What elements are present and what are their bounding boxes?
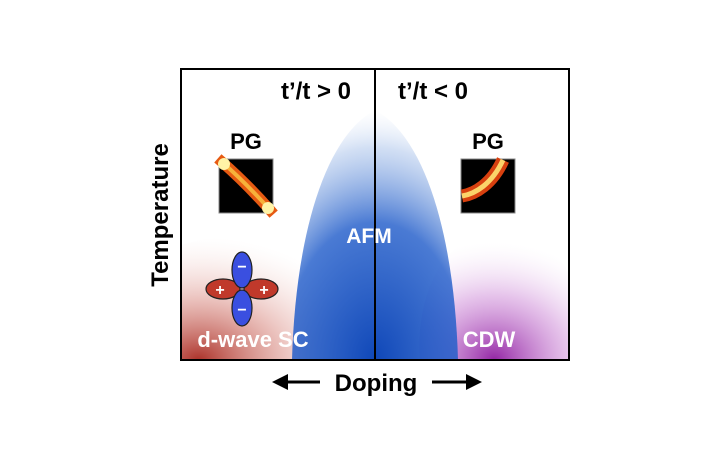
cdw-region [419,229,569,360]
pg-left-inset [214,154,278,218]
doping-arrow-left-icon [272,374,320,390]
d-wave-orbital-icon: + + − − [205,251,279,327]
x-axis-label: Doping [335,370,418,397]
right-condition: t’/t < 0 [398,78,468,105]
pg-right-inset [460,157,516,214]
y-axis-label: Temperature [147,143,174,287]
pg-left-label: PG [230,129,262,154]
pg-right-label: PG [472,129,504,154]
sc-label: d-wave SC [197,327,308,352]
orbital-sign-right: + [259,282,268,299]
doping-arrow-right-icon [432,374,482,390]
orbital-sign-left: + [215,282,224,299]
orbital-sign-bottom: − [237,302,246,319]
cdw-label: CDW [463,327,516,352]
left-condition: t’/t > 0 [281,78,351,105]
afm-label: AFM [346,225,392,248]
orbital-sign-top: − [237,259,246,276]
